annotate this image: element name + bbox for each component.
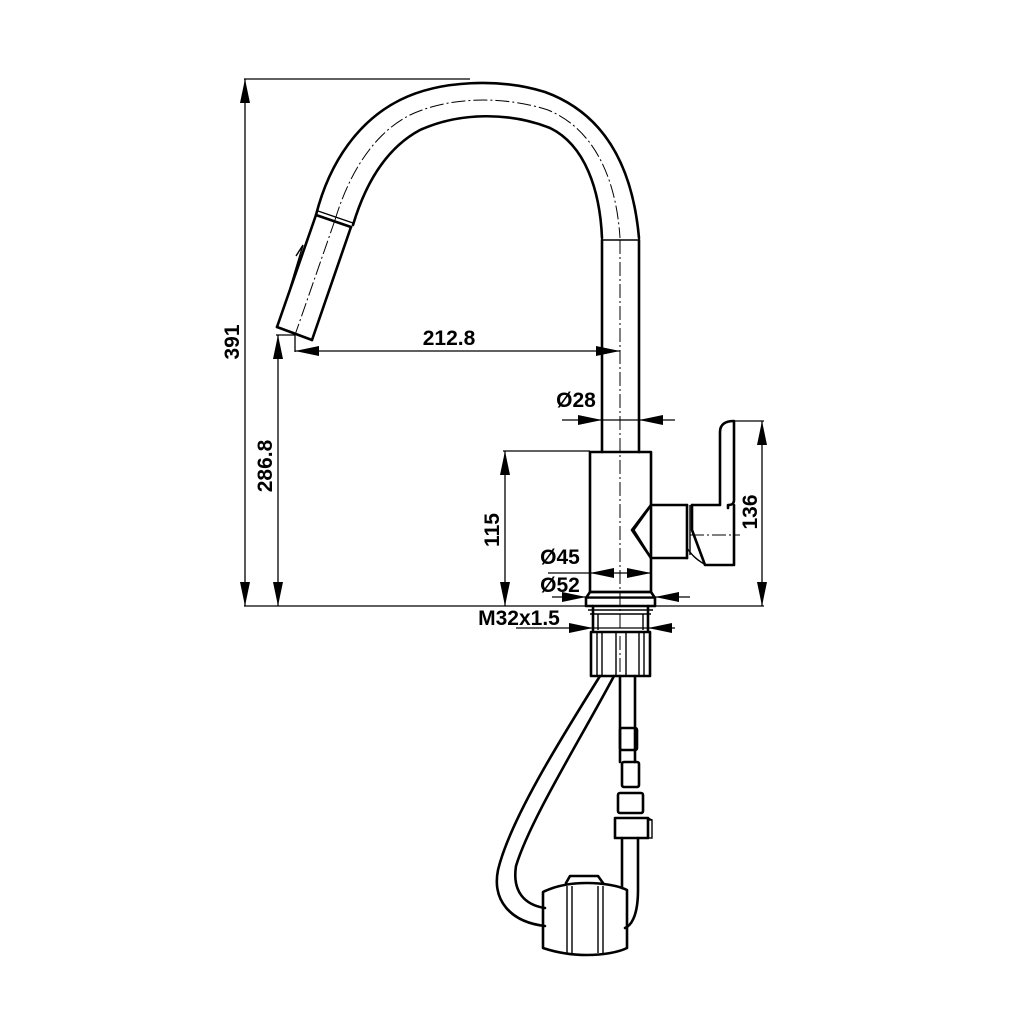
dimension-labels: 391 286.8 212.8 Ø28 115 136 Ø45 Ø52 M32x… [221, 324, 762, 630]
label-thread: M32x1.5 [478, 607, 560, 630]
dimension-lines [240, 78, 767, 633]
faucet-body [588, 419, 740, 594]
spout [314, 81, 641, 700]
label-handle-height: 136 [739, 494, 762, 529]
label-spout-outlet-height: 286.8 [254, 439, 277, 492]
label-spout-reach: 212.8 [423, 327, 476, 350]
label-base-diameter: Ø52 [540, 574, 580, 597]
label-body-height: 115 [481, 513, 504, 547]
hose-assembly [495, 674, 653, 957]
spray-head [275, 210, 354, 342]
label-body-diameter: Ø45 [540, 546, 580, 569]
label-spout-diameter: Ø28 [556, 389, 596, 412]
label-overall-height: 391 [221, 324, 244, 359]
